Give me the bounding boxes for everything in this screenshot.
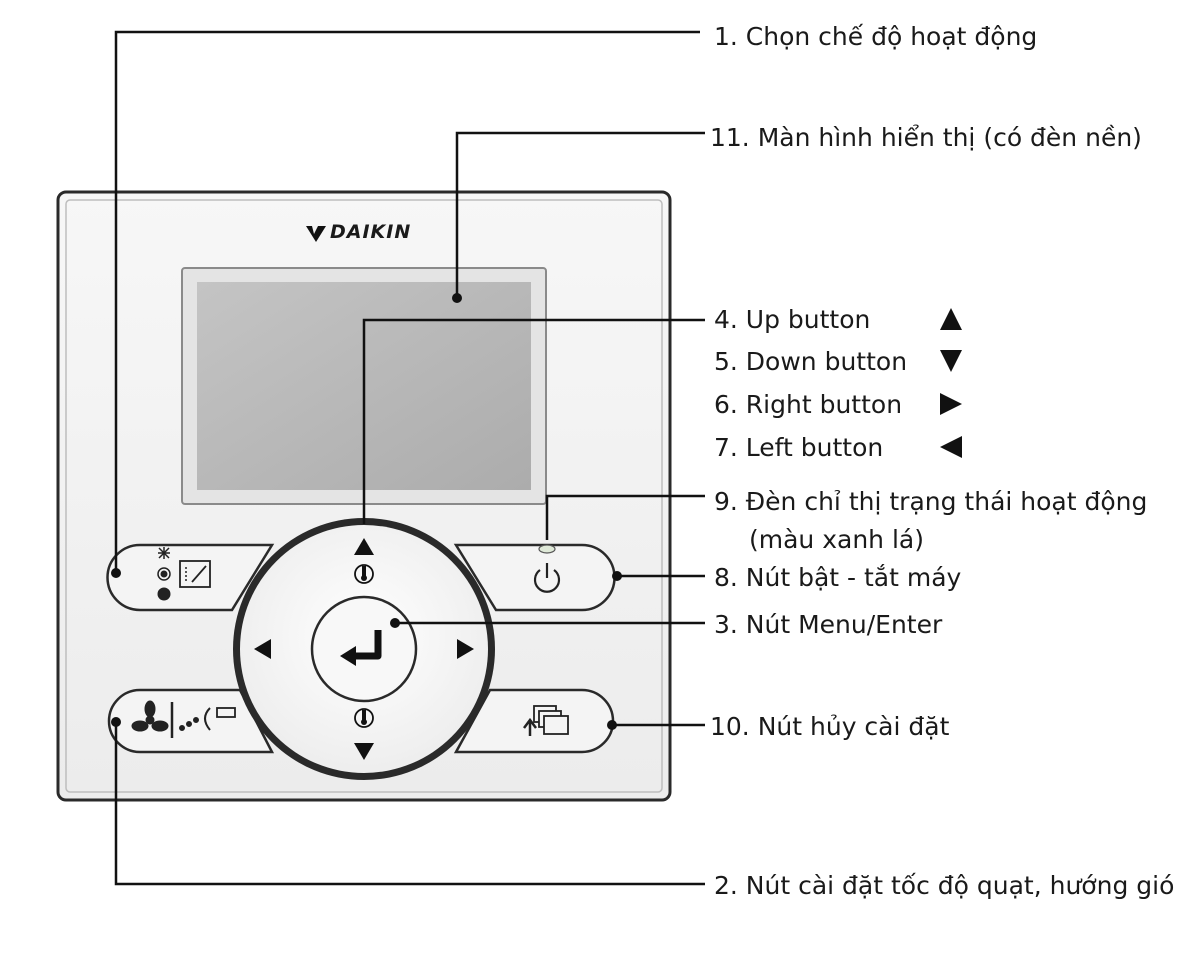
brand-logo-text: DAIKIN — [330, 221, 412, 243]
leader-lines — [114, 30, 705, 886]
label-status-light: 9. Đèn chỉ thị trạng thái hoạt động — [714, 487, 1148, 516]
down-arrow-icon[interactable] — [354, 743, 374, 760]
daikin-logo-icon — [306, 226, 326, 242]
leader-up — [362, 318, 705, 524]
label-menu-enter: 3. Nút Menu/Enter — [714, 610, 943, 639]
cancel-icon — [523, 705, 569, 736]
label-fan-speed: 2. Nút cài đặt tốc độ quạt, hướng gió — [714, 871, 1175, 900]
legend-up-icon — [940, 308, 962, 330]
menu-enter-button[interactable] — [310, 595, 418, 703]
mode-select-button[interactable] — [106, 543, 275, 612]
fan-icon — [131, 700, 169, 732]
airflow-direction-icon — [179, 707, 236, 731]
sun-icon — [157, 567, 171, 581]
thermometer-down-icon — [354, 708, 374, 728]
label-cancel-button: 10. Nút hủy cài đặt — [710, 712, 950, 741]
legend-down-icon — [940, 350, 962, 372]
thermometer-up-icon — [354, 564, 374, 584]
enter-icon — [340, 630, 382, 666]
label-up-button: 4. Up button — [714, 305, 871, 334]
left-arrow-icon[interactable] — [254, 639, 271, 659]
power-icon — [533, 563, 561, 593]
mode-icons — [157, 547, 211, 601]
leader-endpoints — [111, 293, 622, 730]
up-arrow-icon[interactable] — [354, 538, 374, 555]
leader-fan-speed — [114, 722, 705, 886]
legend-left-icon — [940, 436, 962, 458]
status-led — [538, 544, 556, 554]
dry-icon — [157, 587, 171, 601]
label-mode-select: 1. Chọn chế độ hoạt động — [714, 22, 1038, 51]
label-display: 11. Màn hình hiển thị (có đèn nền) — [710, 123, 1142, 152]
label-status-light-color: (màu xanh lá) — [749, 525, 924, 554]
label-right-button: 6. Right button — [714, 390, 903, 419]
leader-mode-select — [114, 30, 700, 573]
label-left-button: 7. Left button — [714, 433, 884, 462]
right-arrow-icon[interactable] — [457, 639, 474, 659]
snowflake-icon — [158, 547, 170, 559]
label-down-button: 5. Down button — [714, 347, 908, 376]
mode-display-icon — [179, 560, 211, 588]
legend-right-icon — [940, 393, 962, 415]
leader-display — [455, 131, 705, 298]
label-power-button: 8. Nút bật - tắt máy — [714, 563, 962, 592]
leader-status-light — [545, 494, 705, 540]
fan-icons — [131, 700, 236, 738]
